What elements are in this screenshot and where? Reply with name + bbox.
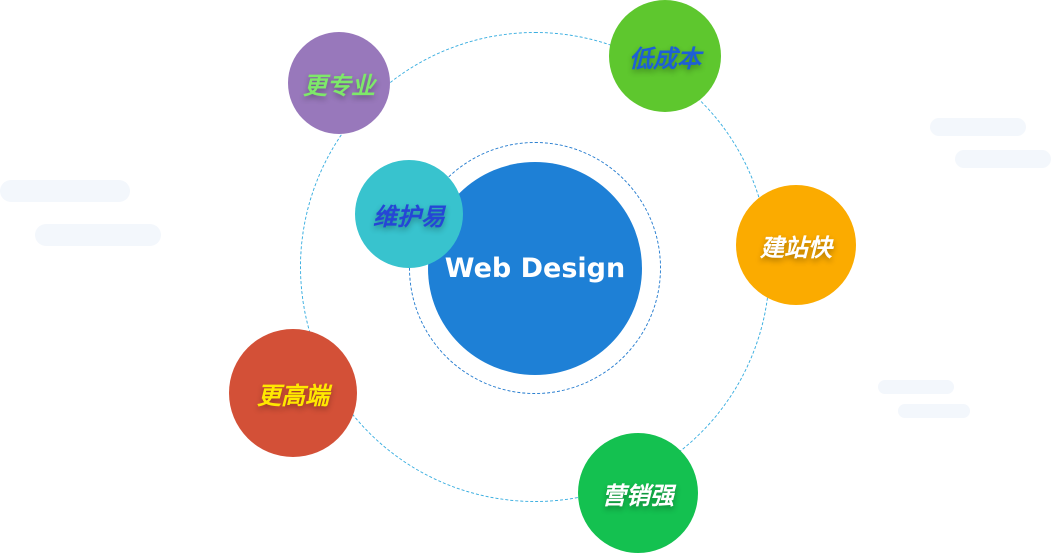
decorative-cloud	[35, 224, 161, 246]
decorative-cloud	[0, 180, 130, 202]
web-design-center: Web Design	[428, 162, 642, 375]
feature-strong-marketing: 营销强	[578, 433, 698, 553]
decorative-cloud	[898, 404, 970, 418]
center-label: Web Design	[444, 253, 626, 284]
inner-dashed-orbit	[409, 142, 661, 394]
feature-label: 维护易	[373, 202, 445, 231]
feature-label: 更专业	[303, 71, 375, 100]
feature-label: 更高端	[257, 381, 329, 410]
feature-easy-maintenance: 维护易	[355, 160, 463, 268]
feature-high-end: 更高端	[229, 329, 357, 457]
feature-label: 低成本	[629, 44, 701, 73]
feature-label: 营销强	[602, 481, 674, 510]
decorative-cloud	[955, 150, 1051, 168]
decorative-cloud	[878, 380, 954, 394]
feature-professional: 更专业	[288, 32, 390, 134]
feature-low-cost: 低成本	[609, 0, 721, 112]
decorative-cloud	[930, 118, 1026, 136]
feature-label: 建站快	[760, 233, 832, 262]
feature-fast-build: 建站快	[736, 185, 856, 305]
